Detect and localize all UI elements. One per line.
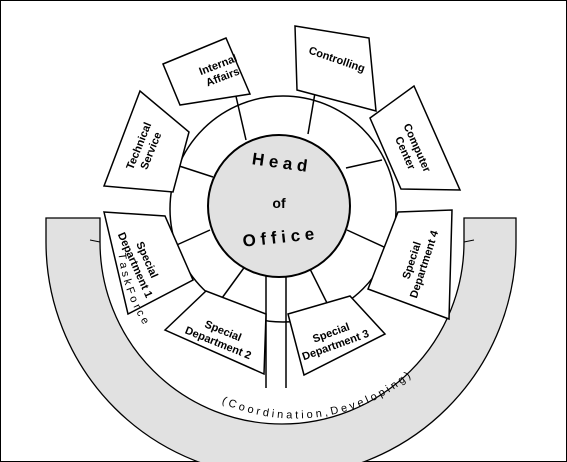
hub-line-2: of (272, 195, 286, 211)
band-tick-left (89, 239, 101, 243)
controlling-box[interactable] (294, 25, 377, 113)
technical-service-box[interactable] (102, 89, 190, 193)
special-department-1-box[interactable] (103, 211, 194, 316)
task-force-band (45, 217, 517, 462)
band-tick-right (463, 239, 475, 243)
computer-center-box[interactable] (369, 84, 462, 191)
inner-ring (169, 95, 397, 323)
special-department-3-box[interactable] (287, 295, 387, 377)
special-department-2-box[interactable] (163, 290, 267, 376)
head-of-office-hub[interactable] (207, 134, 351, 278)
internal-affairs-box[interactable] (162, 37, 252, 106)
special-department-4-box[interactable] (367, 209, 453, 321)
